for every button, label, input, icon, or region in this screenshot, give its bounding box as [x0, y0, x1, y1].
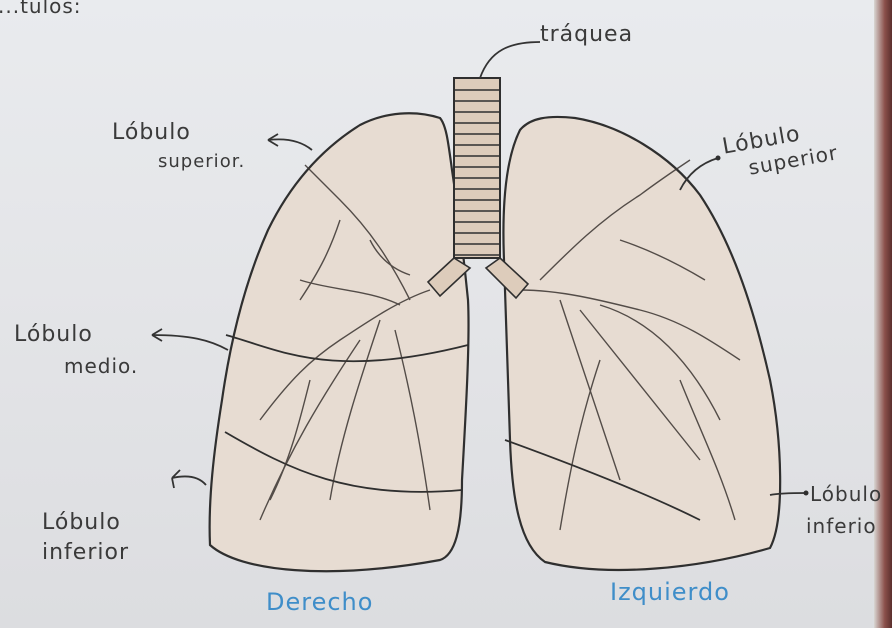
right-upper-lobe-label-line1: Lóbulo [112, 120, 191, 145]
left-lower-lobe-label-line1: Lóbulo [810, 482, 882, 506]
right-upper-lobe-label-line2: superior. [158, 151, 245, 172]
trachea-arrow [480, 42, 540, 78]
header-fragment: ...tulos: [0, 0, 82, 18]
right-lower-lobe-label-line1: Lóbulo [42, 510, 121, 535]
left-lung [503, 117, 780, 570]
trachea-label: tráquea [540, 22, 633, 47]
left-lower-lobe-label-line2: inferio [806, 514, 877, 538]
right-lower-arrow [172, 476, 206, 485]
right-lung-side-label: Derecho [266, 588, 373, 616]
right-middle-arrow [152, 335, 228, 350]
right-middle-lobe-label-line1: Lóbulo [14, 322, 93, 347]
right-middle-lobe-label-line2: medio. [64, 354, 138, 378]
left-lung-side-label: Izquierdo [610, 578, 730, 606]
right-lower-lobe-label-line2: inferior [42, 540, 129, 565]
left-lower-arrow [770, 493, 806, 495]
